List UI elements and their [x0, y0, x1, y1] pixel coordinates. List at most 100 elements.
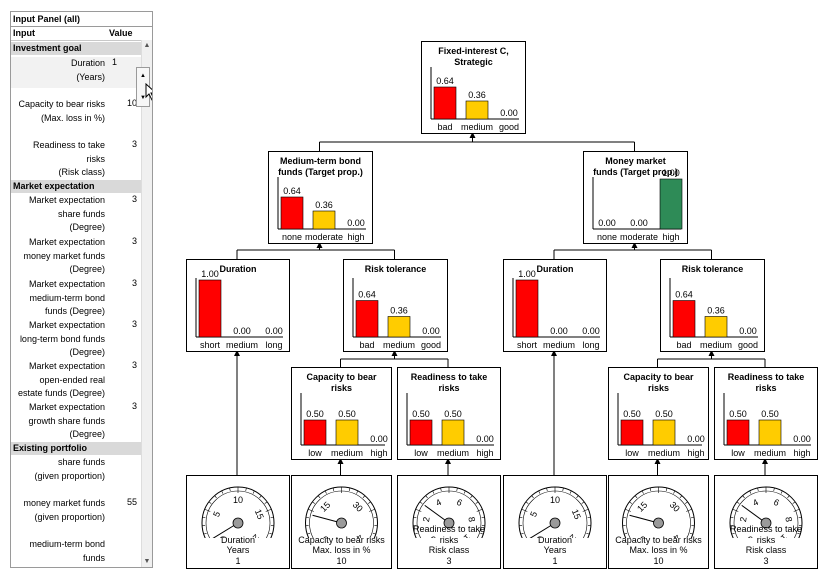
category-label: high [476, 448, 493, 458]
input-row-value[interactable]: 55 [126, 497, 137, 507]
gauge-tick [731, 532, 735, 535]
gauge-tick [204, 508, 211, 512]
category-label: bad [676, 340, 691, 350]
spinner-down-icon[interactable]: ▼ [140, 95, 146, 101]
gauge-tick [665, 487, 668, 491]
input-row-value[interactable]: 1 [111, 57, 117, 67]
bar-value-label: 0.50 [444, 409, 462, 419]
gauge-tick [629, 501, 632, 504]
gauge-outer-arc [729, 486, 803, 538]
bar-bad [355, 300, 379, 338]
gauge-dur1[interactable]: 05101520DurationYears1 [186, 475, 290, 569]
category-label: high [687, 448, 704, 458]
gauge-tick [214, 495, 217, 499]
bar-medium [704, 316, 728, 338]
scroll-down-icon[interactable]: ▼ [143, 558, 151, 565]
gauge-tick [634, 495, 638, 499]
panel-scrollbar[interactable]: ▲ ▼ [141, 40, 152, 567]
input-row-value[interactable]: 3 [131, 194, 137, 204]
bar-value-label: 0.00 [630, 218, 648, 228]
gauge-tick [586, 532, 590, 535]
category-label: medium [754, 448, 786, 458]
spinner-up-icon[interactable]: ▲ [140, 73, 146, 79]
gauge-tick [793, 508, 800, 512]
bar-bad [433, 86, 457, 120]
input-row-value[interactable]: 3 [131, 236, 137, 246]
input-row[interactable]: Duration(Years)1 [11, 57, 141, 89]
input-row[interactable]: Capacity to bear risks(Max. loss in %)10 [11, 98, 141, 129]
gauge-tick [624, 532, 628, 535]
gauge-tick [414, 532, 418, 535]
gauge-tick-label: 0 [427, 534, 438, 538]
gauge-tick [308, 508, 314, 512]
bar-medium [652, 419, 676, 446]
category-label: low [625, 448, 639, 458]
gauge-dur2[interactable]: 05101520DurationYears1 [503, 475, 607, 569]
bar-medium [335, 419, 359, 446]
gauge-tick-label: 8 [466, 516, 477, 523]
scroll-up-icon[interactable]: ▲ [143, 42, 151, 49]
input-panel: Input Panel (all) Input Value Investment… [10, 11, 153, 568]
input-row-value[interactable]: 3 [131, 360, 137, 370]
gauge-tick-label: 45 [351, 532, 365, 538]
gauge-tick [332, 487, 335, 491]
gauge-tick [348, 487, 351, 491]
input-row-value[interactable]: 10 [126, 98, 137, 108]
gauge-tick [521, 508, 528, 512]
gauge-tick-label: 30 [668, 500, 682, 514]
gauge-tick-label: 2 [738, 516, 749, 523]
gauge-tick [269, 532, 273, 535]
gauge-tick [369, 508, 375, 512]
input-row[interactable]: share funds(given proportion) [11, 456, 141, 487]
bar-value-label: 0.50 [655, 409, 673, 419]
gauge-tick [362, 495, 366, 499]
input-row[interactable]: money market funds(given proportion)55 [11, 497, 141, 528]
gauge-tick-label: 5 [528, 510, 539, 518]
category-label: long [265, 340, 282, 350]
input-row-value[interactable]: 3 [131, 139, 137, 149]
bar-medium [465, 100, 489, 120]
arrow-head [234, 350, 240, 356]
gauge-tick [562, 487, 564, 491]
input-row-value[interactable]: 3 [131, 319, 137, 329]
gauge-hub [653, 517, 664, 529]
gauge-tick [538, 490, 541, 494]
category-label: medium [543, 340, 575, 350]
category-label: bad [437, 122, 452, 132]
input-row-value[interactable]: 3 [131, 401, 137, 411]
input-row-value[interactable]: 3 [131, 278, 137, 288]
